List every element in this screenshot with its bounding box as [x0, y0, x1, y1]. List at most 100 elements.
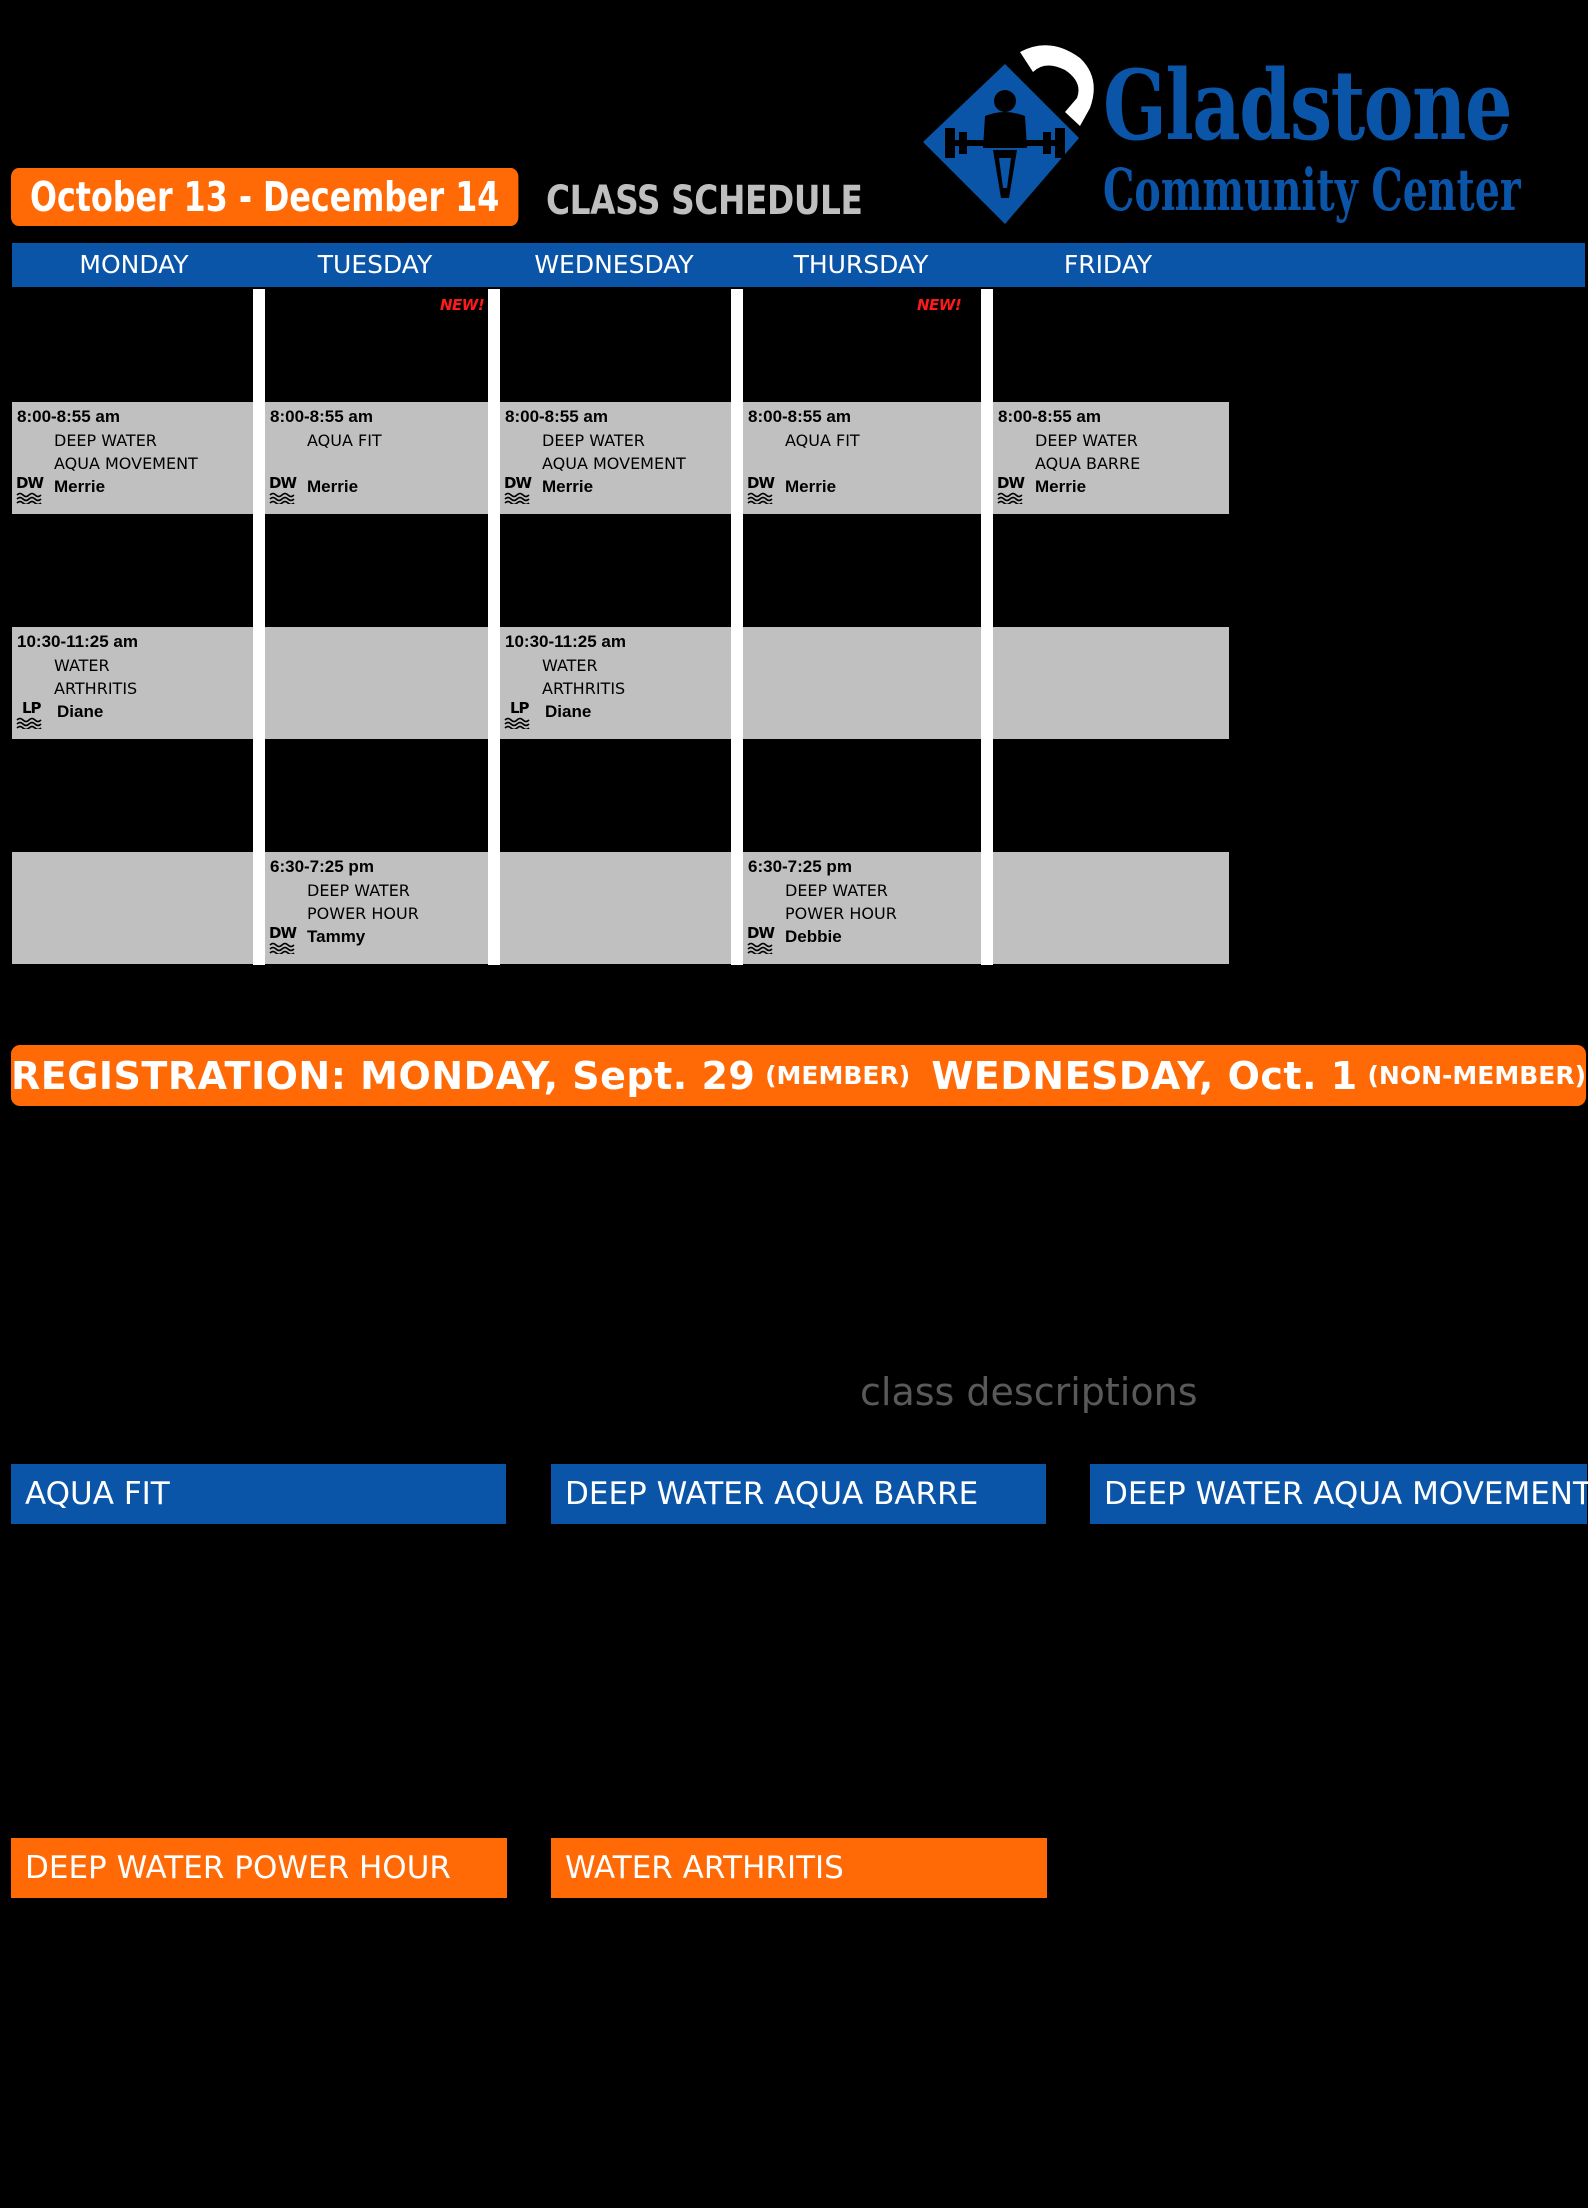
- wave-icon: [504, 717, 530, 731]
- class-time: 6:30-7:25 pm: [748, 857, 852, 876]
- class-cell-mon-am: 8:00-8:55 am DEEP WATER AQUA MOVEMENT DW…: [12, 402, 253, 514]
- class-name-line1: DEEP WATER: [542, 431, 645, 450]
- location-code: DW: [747, 474, 775, 492]
- location-code-icon: LP: [16, 701, 46, 734]
- class-name-line2: POWER HOUR: [785, 904, 897, 923]
- new-badge-thursday: NEW!: [917, 296, 962, 314]
- class-cell-mon-mid: 10:30-11:25 am WATER ARTHRITIS LP Diane: [12, 627, 253, 739]
- empty-cell: [500, 852, 731, 964]
- instructor-name: Diane: [545, 702, 592, 721]
- class-time: 8:00-8:55 am: [505, 407, 609, 426]
- member-label: (MEMBER): [765, 1061, 911, 1090]
- location-code: LP: [510, 699, 530, 717]
- class-cell-tue-am: 8:00-8:55 am AQUA FIT DW Merrie: [265, 402, 488, 514]
- new-badge-tuesday: NEW!: [440, 296, 485, 314]
- class-name-line2: AQUA BARRE: [1035, 454, 1141, 473]
- logo-wordmark: Gladstone: [1103, 49, 1513, 162]
- class-cell-fri-am: 8:00-8:55 am DEEP WATER AQUA BARRE DW Me…: [993, 402, 1229, 514]
- instructor-name: Tammy: [307, 927, 366, 946]
- location-code-icon: LP: [504, 701, 534, 734]
- column-divider: [731, 289, 743, 965]
- instructor-name: Merrie: [1035, 477, 1087, 496]
- wave-icon: [504, 492, 530, 506]
- empty-cell: [993, 627, 1229, 739]
- empty-cell: [265, 627, 488, 739]
- class-name-line1: WATER: [542, 656, 598, 675]
- class-time: 8:00-8:55 am: [17, 407, 121, 426]
- desc-deep-water-aqua-barre: DEEP WATER AQUA BARRE: [551, 1464, 1046, 1524]
- date-range-text: October 13 - December 14: [30, 173, 500, 221]
- wave-icon: [747, 492, 773, 506]
- class-name-line1: DEEP WATER: [307, 881, 410, 900]
- day-monday: MONDAY: [79, 250, 189, 279]
- column-divider: [488, 289, 500, 965]
- class-time: 8:00-8:55 am: [270, 407, 374, 426]
- location-code-icon: DW: [269, 926, 299, 959]
- column-divider: [981, 289, 993, 965]
- class-time: 8:00-8:55 am: [998, 407, 1102, 426]
- schedule-title: CLASS SCHEDULE: [546, 178, 863, 224]
- column-divider: [253, 289, 265, 965]
- class-cell-wed-am: 8:00-8:55 am DEEP WATER AQUA MOVEMENT DW…: [500, 402, 731, 514]
- wave-icon: [16, 717, 42, 731]
- empty-cell: [993, 852, 1229, 964]
- class-name-line2: ARTHRITIS: [54, 679, 138, 698]
- instructor-name: Merrie: [307, 477, 359, 496]
- class-time: 10:30-11:25 am: [505, 632, 626, 651]
- class-name-line1: AQUA FIT: [307, 431, 382, 450]
- location-code: DW: [269, 924, 297, 942]
- class-descriptions-heading: class descriptions: [860, 1370, 1198, 1414]
- class-cell-thu-pm: 6:30-7:25 pm DEEP WATER POWER HOUR DW De…: [743, 852, 981, 964]
- location-code: DW: [504, 474, 532, 492]
- class-name-line1: DEEP WATER: [1035, 431, 1138, 450]
- class-name-line1: WATER: [54, 656, 110, 675]
- class-cell-wed-mid: 10:30-11:25 am WATER ARTHRITIS LP Diane: [500, 627, 731, 739]
- class-time: 6:30-7:25 pm: [270, 857, 374, 876]
- registration-nonmember-date: WEDNESDAY, Oct. 1: [931, 1053, 1358, 1098]
- day-wednesday: WEDNESDAY: [534, 250, 694, 279]
- day-header-bar: [12, 243, 1585, 287]
- wave-icon: [997, 492, 1023, 506]
- empty-cell: [12, 852, 253, 964]
- desc-deep-water-power-hour: DEEP WATER POWER HOUR: [11, 1838, 507, 1898]
- class-cell-tue-pm: 6:30-7:25 pm DEEP WATER POWER HOUR DW Ta…: [265, 852, 488, 964]
- location-code: DW: [997, 474, 1025, 492]
- class-name-line1: AQUA FIT: [785, 431, 860, 450]
- class-name-line2: ARTHRITIS: [542, 679, 626, 698]
- day-thursday: THURSDAY: [793, 250, 929, 279]
- location-code-icon: DW: [269, 476, 299, 509]
- class-time: 10:30-11:25 am: [17, 632, 138, 651]
- class-name-line2: POWER HOUR: [307, 904, 419, 923]
- registration-member-date: REGISTRATION: MONDAY, Sept. 29: [11, 1053, 756, 1098]
- day-friday: FRIDAY: [1063, 250, 1153, 279]
- empty-cell: [743, 627, 981, 739]
- class-time: 8:00-8:55 am: [748, 407, 852, 426]
- desc-deep-water-aqua-movement: DEEP WATER AQUA MOVEMENT: [1090, 1464, 1588, 1524]
- location-code: DW: [747, 924, 775, 942]
- wave-icon: [269, 492, 295, 506]
- instructor-name: Merrie: [54, 477, 106, 496]
- date-range-banner: October 13 - December 14: [11, 168, 519, 226]
- location-code: LP: [22, 699, 42, 717]
- wave-icon: [747, 942, 773, 956]
- day-tuesday: TUESDAY: [317, 250, 433, 279]
- desc-water-arthritis: WATER ARTHRITIS: [551, 1838, 1047, 1898]
- location-code: DW: [269, 474, 297, 492]
- class-name-line1: DEEP WATER: [785, 881, 888, 900]
- instructor-name: Diane: [57, 702, 104, 721]
- desc-aqua-fit: AQUA FIT: [11, 1464, 506, 1524]
- location-code-icon: DW: [747, 476, 777, 509]
- class-cell-thu-am: 8:00-8:55 am AQUA FIT DW Merrie: [743, 402, 981, 514]
- logo-subtitle: Community Center: [1103, 156, 1521, 224]
- class-name-line2: AQUA MOVEMENT: [54, 454, 198, 473]
- class-name-line2: AQUA MOVEMENT: [542, 454, 686, 473]
- location-code-icon: DW: [16, 476, 46, 509]
- registration-banner: REGISTRATION: MONDAY, Sept. 29 (MEMBER) …: [11, 1045, 1586, 1106]
- nonmember-label: (NON-MEMBER): [1367, 1061, 1587, 1090]
- wave-icon: [16, 492, 42, 506]
- instructor-name: Merrie: [785, 477, 837, 496]
- location-code-icon: DW: [997, 476, 1027, 509]
- instructor-name: Debbie: [785, 927, 842, 946]
- instructor-name: Merrie: [542, 477, 594, 496]
- wave-icon: [269, 942, 295, 956]
